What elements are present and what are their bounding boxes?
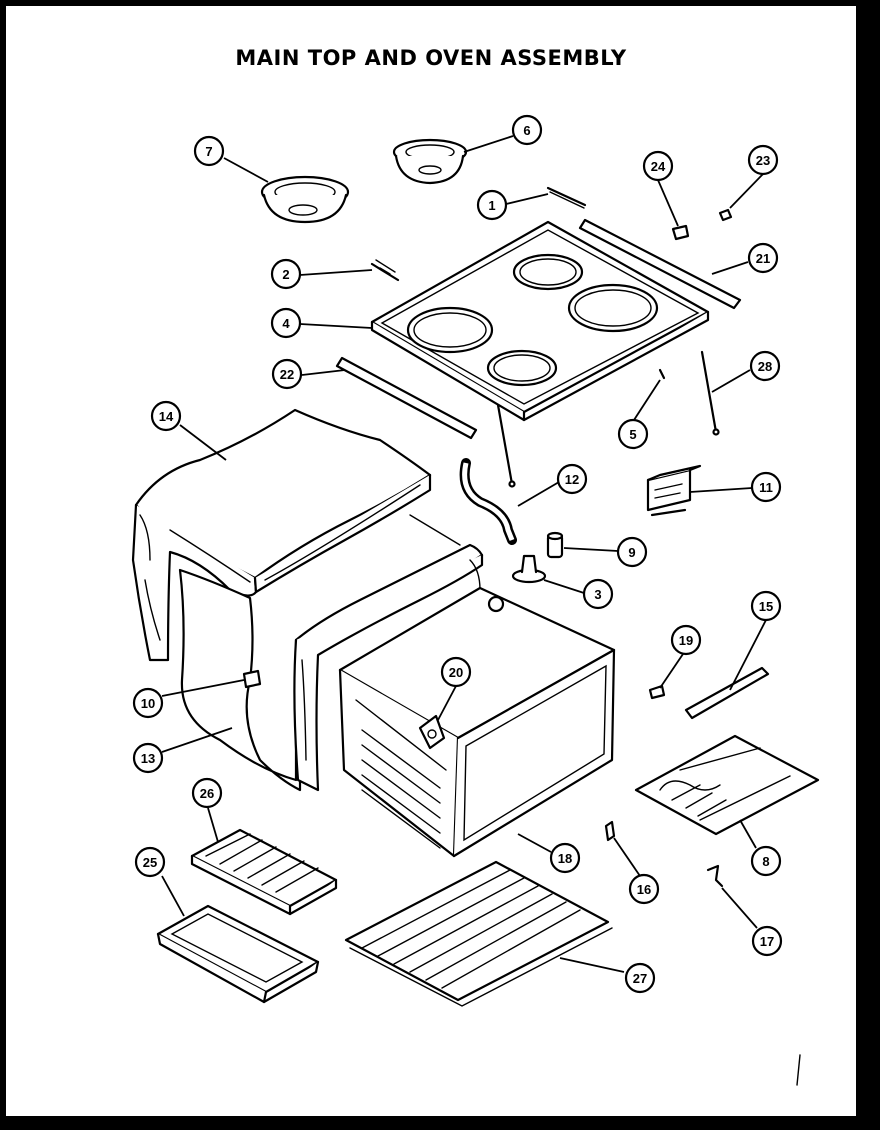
- svg-text:13: 13: [141, 751, 155, 766]
- svg-text:15: 15: [759, 599, 773, 614]
- svg-text:17: 17: [760, 934, 774, 949]
- callout-3: 3: [582, 578, 614, 610]
- callout-25: 25: [134, 846, 166, 878]
- clip-24: [671, 224, 690, 241]
- callout-7: 7: [193, 135, 225, 167]
- svg-text:9: 9: [628, 545, 635, 560]
- clip-17: [706, 864, 724, 888]
- svg-text:28: 28: [758, 359, 772, 374]
- callout-9: 9: [616, 536, 648, 568]
- oven-rack-27: [344, 860, 613, 1007]
- callout-18: 18: [549, 842, 581, 874]
- callout-6: 6: [511, 114, 543, 146]
- svg-text:6: 6: [523, 123, 530, 138]
- rack-support-15: [684, 666, 770, 720]
- callout-24: 24: [642, 150, 674, 182]
- drip-bowl-6: [392, 138, 468, 185]
- trim-strip-21: [578, 218, 742, 310]
- callout-27: 27: [624, 962, 656, 994]
- callout-4: 4: [270, 307, 302, 339]
- svg-text:21: 21: [756, 251, 770, 266]
- svg-text:20: 20: [449, 665, 463, 680]
- clip-19: [648, 684, 666, 700]
- scan-mark: [796, 1054, 801, 1086]
- callout-10: 10: [132, 687, 164, 719]
- callout-8: 8: [750, 845, 782, 877]
- receptacle-11: [646, 464, 702, 517]
- svg-text:11: 11: [759, 480, 773, 495]
- bracket-1: [546, 186, 587, 209]
- cylinder-9: [546, 531, 564, 559]
- cooktop-4: [370, 220, 710, 422]
- broil-grid-26: [190, 828, 338, 916]
- clip-5: [658, 368, 666, 380]
- hinge-2: [370, 259, 400, 282]
- svg-text:18: 18: [558, 851, 572, 866]
- oven-liner-18: [338, 586, 616, 858]
- svg-text:24: 24: [651, 159, 666, 174]
- diagram-sheet: MAIN TOP AND OVEN ASSEMBLY: [6, 6, 856, 1116]
- svg-text:27: 27: [633, 971, 647, 986]
- callout-2: 2: [270, 258, 302, 290]
- insulation-14: [131, 408, 432, 662]
- callout-14: 14: [150, 400, 182, 432]
- clip-16: [604, 820, 616, 842]
- callout-16: 16: [628, 873, 660, 905]
- callout-28: 28: [749, 350, 781, 382]
- svg-text:12: 12: [565, 472, 579, 487]
- tube-12: [459, 458, 517, 545]
- svg-text:10: 10: [141, 696, 155, 711]
- svg-text:23: 23: [756, 153, 770, 168]
- svg-text:3: 3: [594, 587, 601, 602]
- broil-pan-25: [156, 904, 320, 1004]
- callout-12: 12: [556, 463, 588, 495]
- broil-element-8: [634, 734, 820, 836]
- callout-1: 1: [476, 189, 508, 221]
- callout-26: 26: [191, 777, 223, 809]
- callout-22: 22: [271, 358, 303, 390]
- svg-text:8: 8: [762, 854, 769, 869]
- svg-text:22: 22: [280, 367, 294, 382]
- svg-text:16: 16: [637, 882, 651, 897]
- svg-text:5: 5: [629, 427, 636, 442]
- callout-23: 23: [747, 144, 779, 176]
- leader-lines: [161, 135, 767, 973]
- svg-text:26: 26: [200, 786, 214, 801]
- svg-text:19: 19: [679, 633, 693, 648]
- diagram-title: MAIN TOP AND OVEN ASSEMBLY: [235, 46, 627, 70]
- svg-text:2: 2: [282, 267, 289, 282]
- support-rod-28: [700, 350, 720, 436]
- svg-text:1: 1: [488, 198, 495, 213]
- trim-strip-22: [335, 356, 478, 440]
- svg-text:7: 7: [205, 144, 212, 159]
- clip-10: [242, 669, 262, 689]
- svg-text:25: 25: [143, 855, 157, 870]
- support-rod: [496, 403, 516, 488]
- callout-5: 5: [617, 418, 649, 450]
- callout-19: 19: [670, 624, 702, 656]
- svg-text:4: 4: [282, 316, 290, 331]
- grommet-3: [511, 554, 547, 584]
- callout-20: 20: [440, 656, 472, 688]
- callout-17: 17: [751, 925, 783, 957]
- drip-bowl-7: [260, 175, 350, 224]
- callout-13: 13: [132, 742, 164, 774]
- exploded-view: 7 6 24 23 1 21 2 4 22 28 5 14 12 11 9 3 …: [131, 114, 820, 1086]
- svg-text:14: 14: [159, 409, 174, 424]
- clip-23: [718, 208, 733, 222]
- callout-11: 11: [750, 471, 782, 503]
- insulation-13: [178, 514, 484, 792]
- callout-21: 21: [747, 242, 779, 274]
- callout-15: 15: [750, 590, 782, 622]
